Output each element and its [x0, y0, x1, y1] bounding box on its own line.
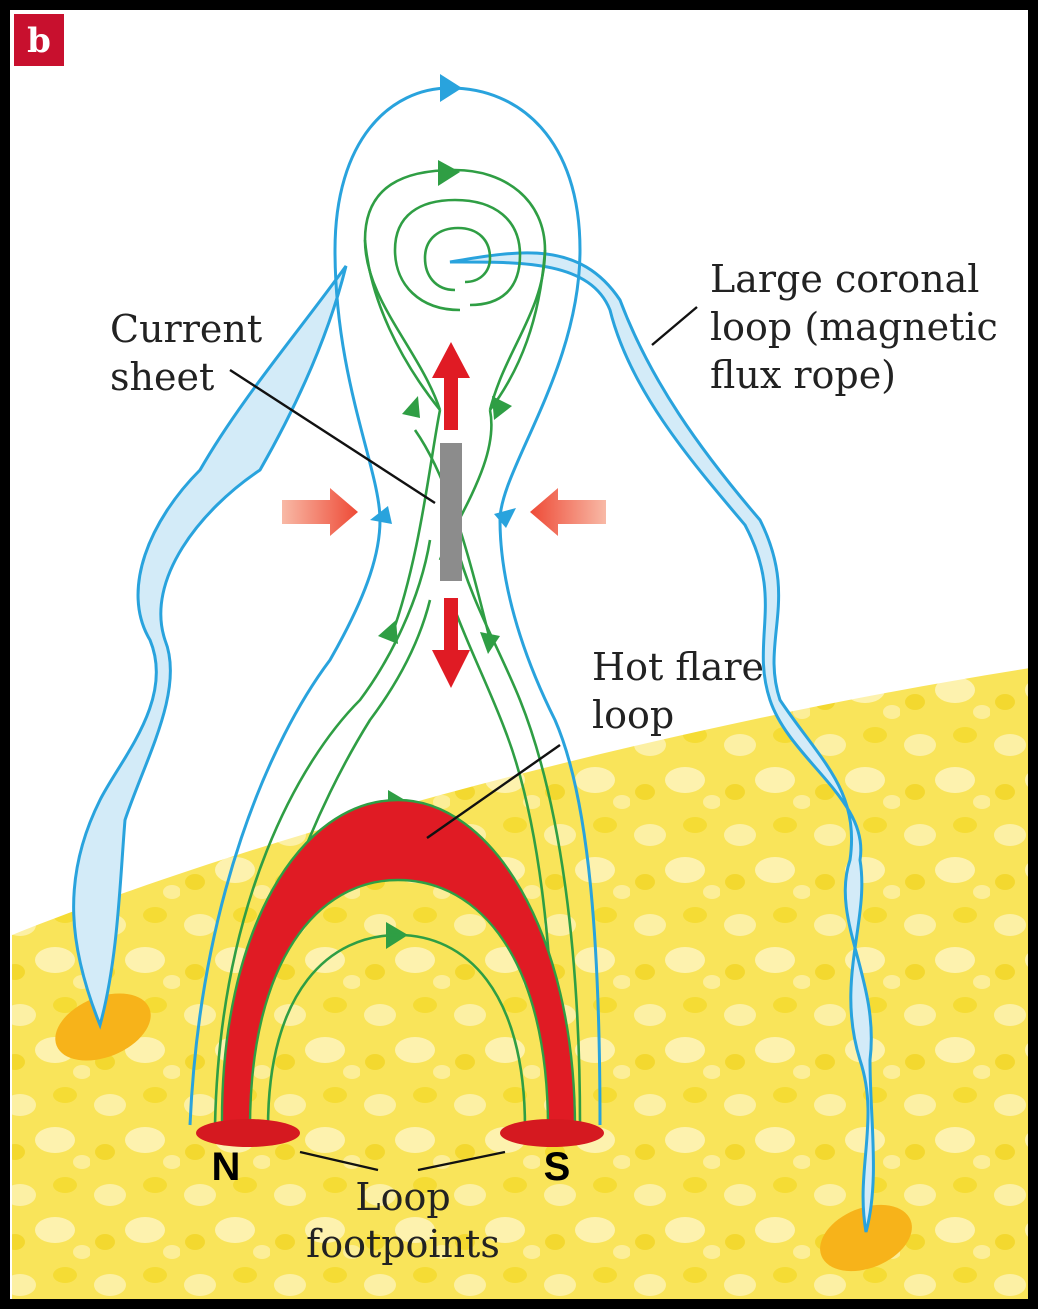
label-coronal-loop-line3: flux rope): [710, 353, 896, 397]
flare-footpoint-south: [500, 1119, 604, 1147]
label-pole-south: S: [544, 1145, 571, 1189]
label-hot-flare-loop-line2: loop: [592, 693, 674, 737]
label-current-sheet-line1: Current: [110, 307, 262, 351]
panel-label: b: [27, 21, 51, 61]
label-footpoints-line2: footpoints: [306, 1222, 500, 1266]
current-sheet: [440, 443, 462, 581]
label-footpoints-line1: Loop: [355, 1175, 450, 1219]
label-pole-north: N: [212, 1145, 241, 1189]
label-current-sheet-line2: sheet: [110, 355, 214, 399]
label-coronal-loop-line2: loop (magnetic: [710, 305, 998, 349]
flare-footpoint-north: [196, 1119, 300, 1147]
label-coronal-loop-line1: Large coronal: [710, 257, 979, 301]
label-hot-flare-loop-line1: Hot flare: [592, 645, 764, 689]
